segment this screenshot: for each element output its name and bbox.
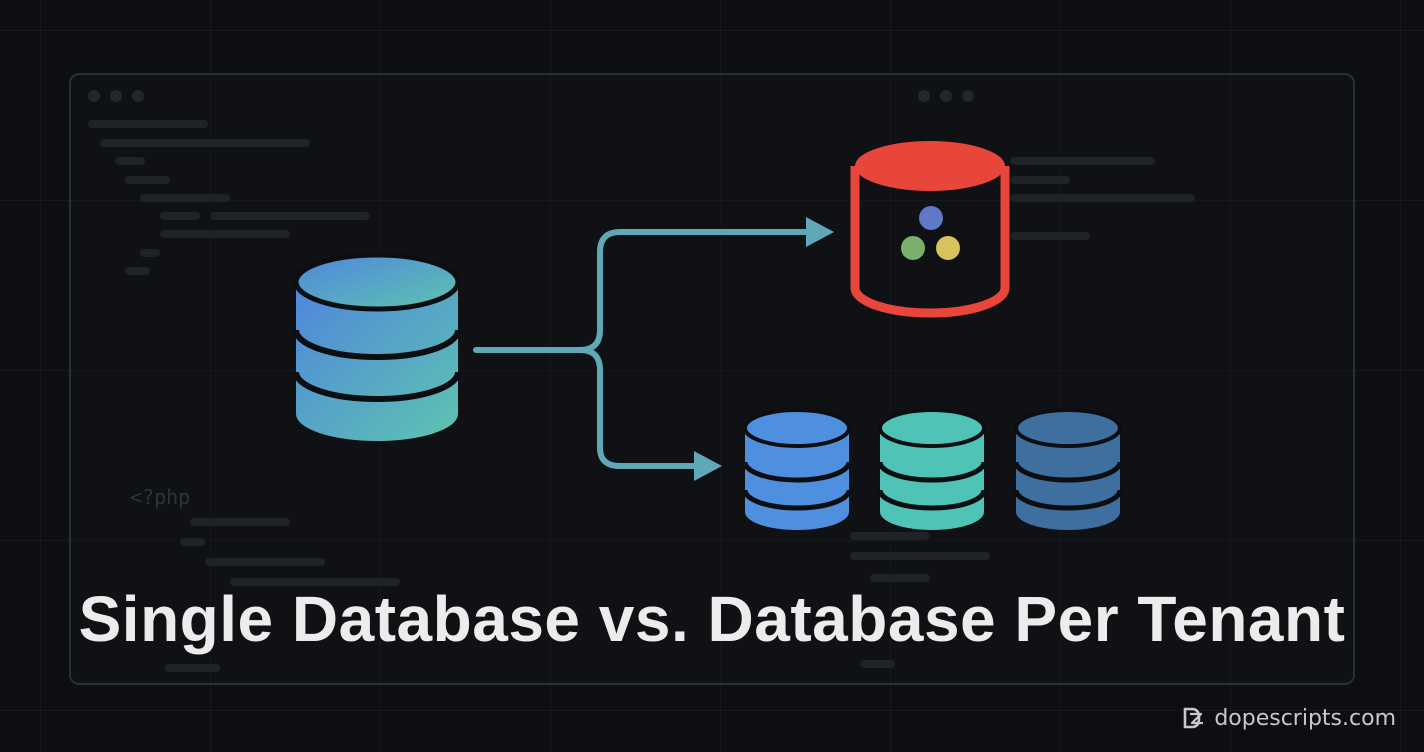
code-line xyxy=(870,574,930,582)
code-line xyxy=(115,157,145,165)
code-line xyxy=(160,212,200,220)
code-line xyxy=(88,120,208,128)
tenant-database-icon xyxy=(877,408,987,530)
code-line xyxy=(1010,157,1155,165)
code-line xyxy=(860,660,895,668)
code-line xyxy=(160,230,290,238)
php-open-tag: <?php xyxy=(130,485,191,509)
code-line xyxy=(165,664,220,672)
single-database-icon xyxy=(293,252,461,441)
code-line xyxy=(205,558,325,566)
code-line xyxy=(190,518,290,526)
tenant-database-icon xyxy=(742,408,852,530)
code-line xyxy=(125,176,170,184)
branch-connector xyxy=(473,229,809,469)
code-line xyxy=(1010,176,1070,184)
code-line xyxy=(140,194,230,202)
code-line xyxy=(850,532,930,540)
arrow-head-top xyxy=(806,217,834,247)
code-line xyxy=(100,139,310,147)
page-title: Single Database vs. Database Per Tenant xyxy=(78,583,1346,655)
tenant-dot xyxy=(901,236,925,260)
code-line xyxy=(180,538,205,546)
brand-name: dopescripts.com xyxy=(1214,705,1396,731)
tenant-database-icon xyxy=(1013,408,1123,530)
brand-watermark[interactable]: dopescripts.com xyxy=(1180,705,1396,731)
tenant-dot xyxy=(936,236,960,260)
code-line xyxy=(140,249,160,257)
shared-database-icon xyxy=(850,141,1010,318)
code-line xyxy=(230,578,400,586)
code-line xyxy=(125,267,150,275)
window-controls-left xyxy=(88,90,144,102)
code-line xyxy=(1010,232,1090,240)
tenant-dot xyxy=(919,206,943,230)
code-line xyxy=(850,552,990,560)
ds-logo-icon xyxy=(1184,707,1204,729)
code-line xyxy=(210,212,370,220)
window-controls-right xyxy=(918,90,974,102)
arrow-head-bottom xyxy=(694,451,722,481)
code-line xyxy=(1010,194,1195,202)
